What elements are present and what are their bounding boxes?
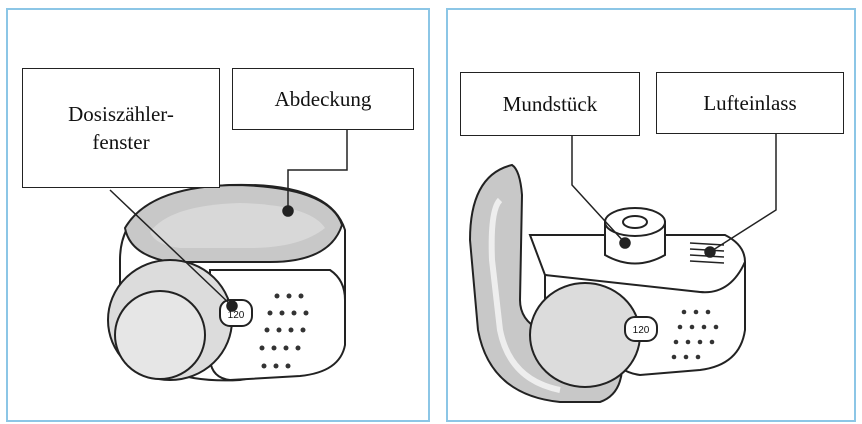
label-mouthpiece: Mundstück [460, 72, 640, 136]
label-dose-counter-window: Dosiszähler- fenster [22, 68, 220, 188]
right-inhaler-device [468, 163, 747, 403]
label-air-inlet-text: Lufteinlass [703, 90, 797, 115]
label-cover: Abdeckung [232, 68, 414, 130]
right-counter-window [624, 316, 658, 342]
left-counter-value: 120 [228, 310, 245, 321]
right-counter-value: 120 [633, 325, 650, 336]
right-leader-lines [571, 132, 777, 258]
label-dose-counter-window-text: Dosiszähler- fenster [68, 101, 174, 154]
label-air-inlet: Lufteinlass [656, 72, 844, 134]
left-vent-dots [259, 293, 309, 369]
right-vent-dots [671, 309, 719, 360]
left-inhaler-device [107, 183, 346, 382]
label-mouthpiece-text: Mundstück [502, 91, 598, 116]
left-leader-lines [109, 130, 348, 312]
label-cover-text: Abdeckung [274, 86, 372, 111]
